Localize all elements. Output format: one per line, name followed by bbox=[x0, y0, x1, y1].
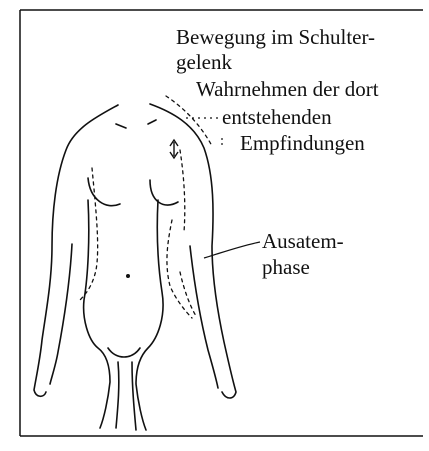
left-dashed-contour bbox=[78, 168, 98, 302]
right-dashed-contour bbox=[167, 220, 192, 318]
crotch-line bbox=[108, 348, 140, 357]
shoulder-dashed-arc bbox=[166, 96, 212, 146]
body-outline bbox=[34, 104, 236, 430]
shoulder-arrow bbox=[170, 140, 178, 158]
annotation-top-line-1: Bewegung im Schulter- bbox=[176, 25, 375, 49]
annotation-top-line-2: gelenk bbox=[176, 50, 232, 74]
annotation-exhale-line-1: Ausatem- bbox=[262, 229, 344, 253]
right-inner-leg-line bbox=[132, 362, 136, 430]
right-flank-line bbox=[136, 200, 163, 430]
annotation-exhale-line-2: phase bbox=[262, 255, 310, 279]
neck-tick-right bbox=[148, 120, 156, 124]
neck-tick-left bbox=[116, 124, 126, 128]
right-arm-inner-line bbox=[190, 246, 218, 388]
annotation-top-line-5: Empfindungen bbox=[240, 131, 365, 155]
annotation-top-line-3: Wahrnehmen der dort bbox=[196, 77, 379, 101]
right-arm-outer-line bbox=[150, 104, 236, 398]
right-breast-line bbox=[150, 180, 178, 205]
navel-dot bbox=[126, 274, 130, 278]
left-arm-inner-line bbox=[50, 244, 72, 384]
annotation-top-line-4: entstehenden bbox=[222, 105, 332, 129]
right-arm-dashed-line bbox=[180, 150, 185, 232]
left-arm-outer-line bbox=[34, 105, 118, 396]
left-inner-leg-line bbox=[116, 362, 119, 428]
